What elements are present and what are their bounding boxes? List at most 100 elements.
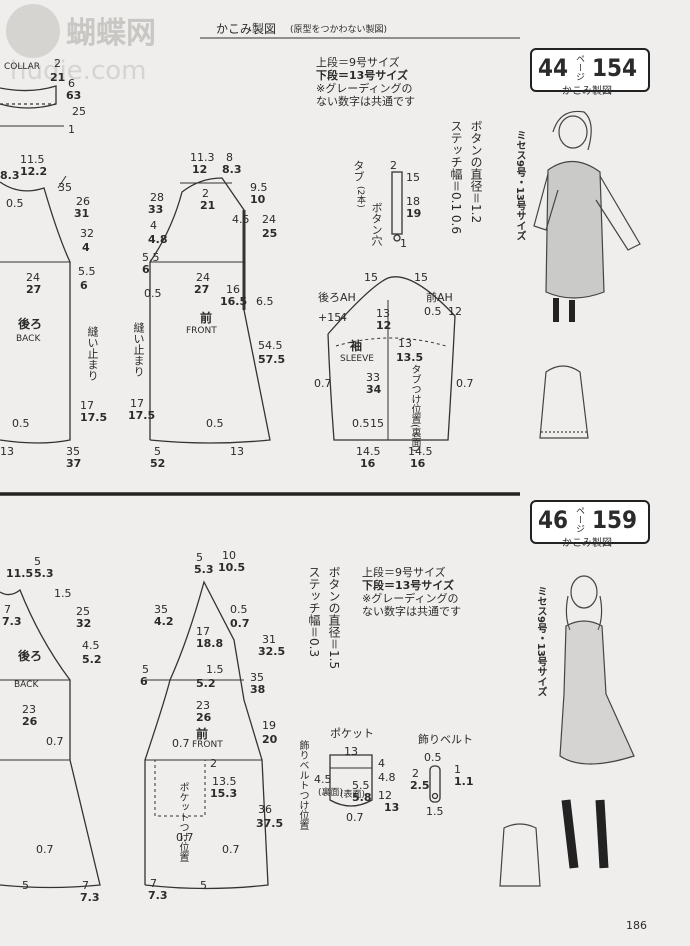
dim: 0.5 bbox=[230, 603, 248, 616]
dim: 5.8 bbox=[352, 791, 372, 804]
dim: 5 bbox=[154, 445, 161, 458]
dim: 5.2 bbox=[82, 653, 102, 666]
dim: 1.5 bbox=[206, 663, 224, 676]
dim: 0.7 bbox=[176, 831, 194, 844]
bottom-front-jp: 前 bbox=[196, 727, 209, 741]
collar-n: 2 bbox=[54, 57, 61, 70]
dim: 4.8 bbox=[148, 233, 168, 246]
sleeve-en: SLEEVE bbox=[340, 354, 374, 364]
dim: 2 bbox=[390, 159, 397, 172]
dim: 27 bbox=[26, 283, 42, 296]
dim: 2 bbox=[412, 767, 419, 780]
bottom-back-jp: 後ろ bbox=[18, 649, 43, 663]
dim: 13.5 bbox=[212, 775, 237, 788]
tab-label: タブ bbox=[352, 160, 365, 182]
badge-unit: ページ bbox=[574, 506, 584, 533]
bottom-pocket-pos: ポケットつけ位置 bbox=[177, 782, 188, 862]
pocket-side: (表面) bbox=[340, 790, 366, 800]
top-page-badge: 44 ページ 154 bbox=[530, 48, 650, 92]
dim: 17.5 bbox=[128, 409, 156, 422]
dim: 11.5 bbox=[6, 567, 34, 580]
top-stitch-note: ステッチ幅＝0.1 0.6 bbox=[449, 120, 463, 234]
dim: 36 bbox=[258, 803, 272, 816]
dim: 13 bbox=[344, 745, 358, 758]
dim: 7.3 bbox=[2, 615, 22, 628]
watermark-url: hudie.com bbox=[10, 56, 147, 86]
dim: 4.8 bbox=[378, 771, 396, 784]
dim: 35 bbox=[154, 603, 168, 616]
dim: 1.1 bbox=[454, 775, 474, 788]
dim: 14.5 bbox=[408, 445, 433, 458]
dim: 12 bbox=[376, 319, 392, 332]
dim: 12.2 bbox=[20, 165, 48, 178]
header-subtitle: (原型をつかわない製図) bbox=[290, 25, 388, 35]
sleeve-front-ah: 前AH bbox=[426, 291, 453, 304]
dim: 13 bbox=[384, 801, 400, 814]
dim: 26 bbox=[196, 711, 212, 724]
dim: 19 bbox=[262, 719, 276, 732]
bottom-back-en: BACK bbox=[14, 680, 39, 690]
dim: 23 bbox=[196, 699, 210, 712]
dim: 17 bbox=[130, 397, 144, 410]
dim: 26 bbox=[76, 195, 90, 208]
dim: 0.5 bbox=[424, 751, 442, 764]
belt-pos-label: 飾りベルトつけ位置 bbox=[297, 740, 308, 830]
belt-title: 飾りベルト bbox=[418, 733, 473, 746]
dim: 0.5 bbox=[6, 197, 24, 210]
dim: 25 bbox=[262, 227, 278, 240]
dim: 38 bbox=[250, 683, 266, 696]
collar-label: COLLAR bbox=[4, 62, 41, 72]
dim: 32 bbox=[76, 617, 92, 630]
dim: 10 bbox=[222, 549, 236, 562]
dim: 13 bbox=[0, 445, 14, 458]
dim: 37.5 bbox=[256, 817, 284, 830]
top-size-label: ミセス9号・13号サイズ bbox=[514, 130, 525, 241]
dim: 7.3 bbox=[80, 891, 100, 904]
dim: 7 bbox=[82, 879, 89, 892]
dim: 15 bbox=[406, 171, 420, 184]
dim: 5 bbox=[142, 663, 149, 676]
sleeve-jp: 袖 bbox=[350, 339, 363, 353]
badge-unit: ページ bbox=[574, 54, 584, 81]
bottom-button-note: ボタンの直径＝1.5 bbox=[327, 566, 341, 670]
dim: 6.5 bbox=[256, 295, 274, 308]
dim: 20 bbox=[262, 733, 278, 746]
dim: 16.5 bbox=[220, 295, 248, 308]
top-button-note: ボタンの直径＝1.2 bbox=[469, 120, 483, 224]
dim: 5.5 bbox=[352, 779, 370, 792]
sleeve-tab-pos: タブつけ位置(裏面) bbox=[409, 364, 420, 452]
sleeve-back-ah: 後ろAH bbox=[318, 291, 356, 304]
dim: 8 bbox=[226, 151, 233, 164]
header-title: かこみ製図 bbox=[216, 22, 277, 36]
dim: +15 bbox=[318, 311, 342, 324]
dim: 5 bbox=[200, 879, 207, 892]
dim: 5 bbox=[34, 555, 41, 568]
dim: 4 bbox=[378, 757, 385, 770]
dim: 13 bbox=[230, 445, 244, 458]
dim: 37 bbox=[66, 457, 82, 470]
badge-page: 46 bbox=[538, 506, 569, 534]
dim: 7 bbox=[4, 603, 11, 616]
dim: 34 bbox=[366, 383, 382, 396]
dim: 5.3 bbox=[34, 567, 54, 580]
dim: 4 bbox=[340, 311, 347, 324]
dim: 10.5 bbox=[218, 561, 246, 574]
dim: 32 bbox=[80, 227, 94, 240]
bottom-page-badge: 46 ページ 159 bbox=[530, 500, 650, 544]
collar-n: 6 bbox=[68, 77, 75, 90]
note-line: ない数字は共通です bbox=[316, 95, 415, 108]
dim: 27 bbox=[194, 283, 210, 296]
bottom-stitch-note: ステッチ幅＝0.3 bbox=[307, 566, 321, 658]
dim: 0.7 bbox=[222, 843, 240, 856]
dim: 1.5 bbox=[54, 587, 72, 600]
dim: 31 bbox=[74, 207, 90, 220]
note-line: ない数字は共通です bbox=[362, 605, 461, 618]
dim: 5.5 bbox=[78, 265, 96, 278]
dim: 15 bbox=[364, 271, 378, 284]
dim: 15.3 bbox=[210, 787, 238, 800]
dim: 17 bbox=[196, 625, 210, 638]
dim: 25 bbox=[76, 605, 90, 618]
dim: 13.5 bbox=[396, 351, 424, 364]
dim: 9.5 bbox=[250, 181, 268, 194]
tab-count: (2本) bbox=[355, 186, 365, 208]
